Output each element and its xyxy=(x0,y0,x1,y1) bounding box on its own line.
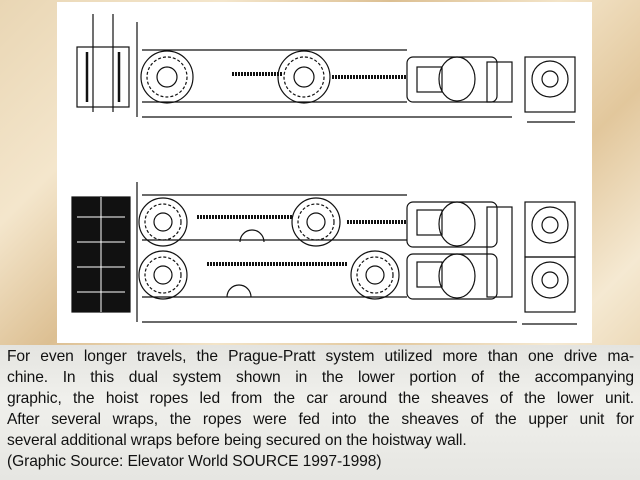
graphic-source: (Graphic Source: Elevator World SOURCE 1… xyxy=(7,453,382,470)
caption-line: several additional wraps before being se… xyxy=(7,432,467,449)
elevator-machine-drawing xyxy=(57,2,592,343)
dual-drive-machine xyxy=(71,182,577,325)
caption-box: For even longer travels, the Prague-Prat… xyxy=(0,345,640,480)
caption-line: graphic, the hoist ropes led from the ca… xyxy=(7,390,634,407)
caption-line: For even longer travels, the Prague-Prat… xyxy=(7,348,634,365)
single-drive-machine xyxy=(76,14,576,123)
caption-line: chine. In this dual system shown in the … xyxy=(7,369,634,386)
caption-line: After several wraps, the ropes were fed … xyxy=(7,411,634,428)
